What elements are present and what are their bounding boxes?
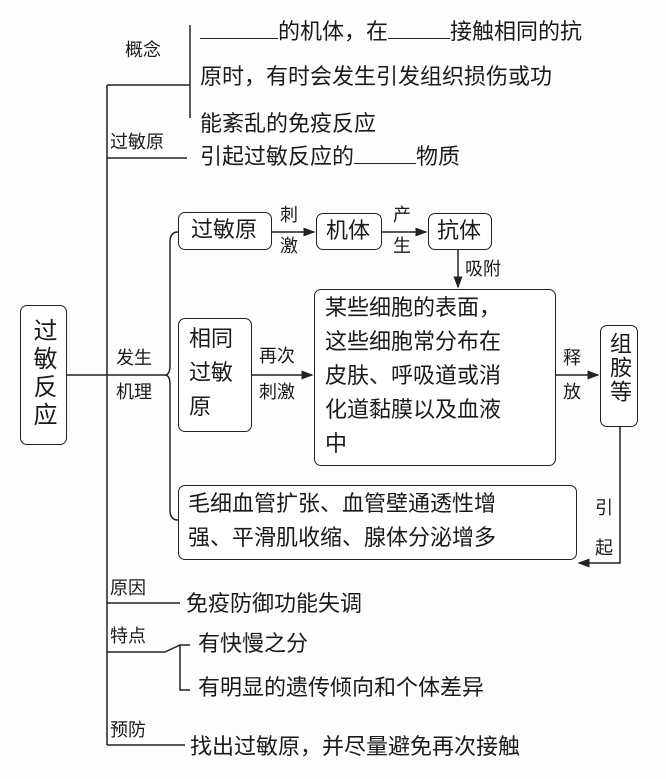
produce-label-2: 生 <box>393 236 411 257</box>
adsorb-label: 吸附 <box>465 259 501 280</box>
allergen-label: 过敏原 <box>110 132 164 153</box>
feature-item: 有明显的遗传倾向和个体差异 <box>198 676 485 701</box>
cause-label-2: 起 <box>595 538 613 559</box>
same-allergen-box: 相同 过敏 原 <box>178 318 252 432</box>
prevention-label: 预防 <box>110 720 146 741</box>
reason-label: 原因 <box>110 578 146 599</box>
release-label-1: 释 <box>563 348 581 369</box>
concept-line-2: 原时，有时会发生引发组织损伤或功 <box>200 65 553 90</box>
stimulate-label-1: 刺 <box>280 205 298 226</box>
concept-label: 概念 <box>125 40 161 61</box>
cause-label-1: 引 <box>595 498 613 519</box>
again-label-1: 再次 <box>259 346 295 367</box>
histamine-box: 组胺等 <box>600 325 638 427</box>
release-label-2: 放 <box>563 382 581 403</box>
allergen-definition: 引起过敏反应的物质 <box>200 145 461 170</box>
cells-box: 某些细胞的表面， 这些细胞常分布在 皮肤、呼吸道或消 化道黏膜以及血液 中 <box>314 289 556 466</box>
blank <box>200 20 278 39</box>
blank <box>354 145 417 164</box>
reason-text: 免疫防御功能失调 <box>186 592 363 617</box>
antibody-box: 抗体 <box>428 213 492 250</box>
prevention-text: 找出过敏原，并尽量避免再次接触 <box>190 735 521 760</box>
concept-line-3: 能紊乱的免疫反应 <box>200 112 377 137</box>
stimulate-label-2: 激 <box>280 236 298 257</box>
produce-label-1: 产 <box>393 205 411 226</box>
body-box: 机体 <box>316 213 382 250</box>
feature-item: 有快慢之分 <box>198 632 309 657</box>
features-label: 特点 <box>110 626 146 647</box>
again-label-2: 刺激 <box>259 382 295 403</box>
root-title: 过敏反应 <box>29 318 57 430</box>
root-box: 过敏反应 <box>20 305 67 445</box>
mechanism-label-1: 发生 <box>116 348 152 369</box>
blank <box>388 20 451 39</box>
effects-box: 毛细血管扩张、血管壁通透性增 强、平滑肌收缩、腺体分泌增多 <box>178 485 577 560</box>
allergen-box: 过敏原 <box>178 212 272 250</box>
mechanism-label-2: 机理 <box>116 382 152 403</box>
concept-line-1: 的机体，在接触相同的抗 <box>200 20 582 44</box>
